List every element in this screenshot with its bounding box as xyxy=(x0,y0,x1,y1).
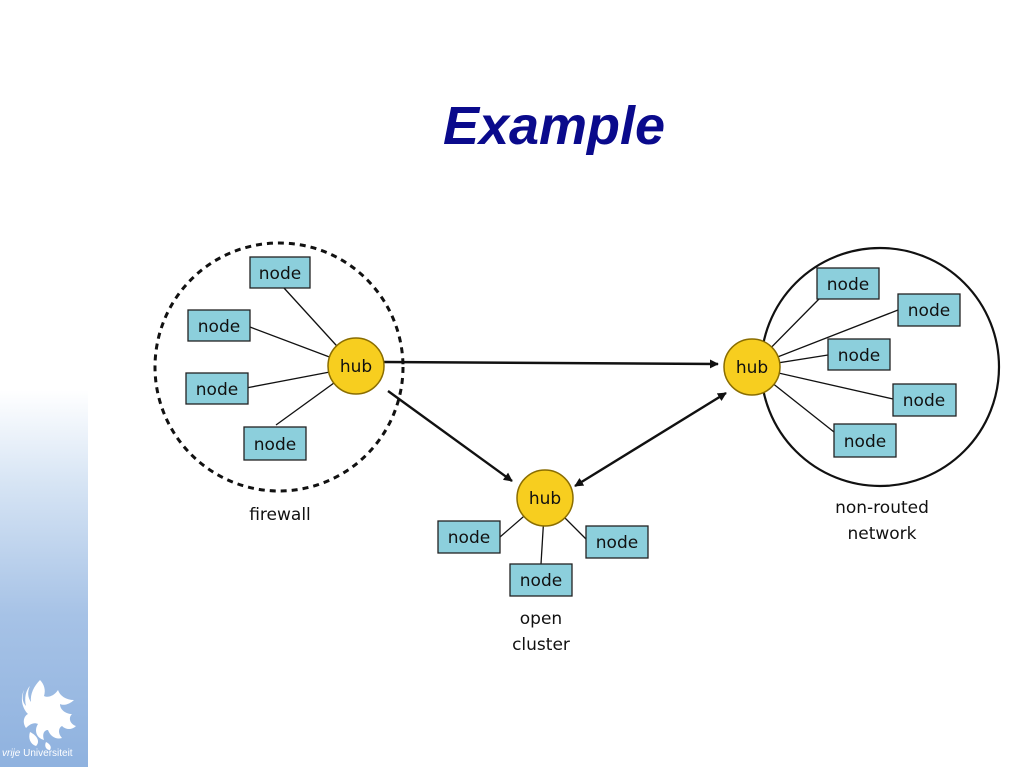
node-label: node xyxy=(259,264,301,284)
node-cluster-1: node xyxy=(437,520,501,554)
hub-firewall: hub xyxy=(327,337,385,395)
node-firewall-4: node xyxy=(243,426,307,461)
arrow-cluster-nonrouted xyxy=(574,391,727,488)
slide-title: Example xyxy=(442,96,666,156)
node-firewall-1: node xyxy=(249,256,311,289)
node-label: node xyxy=(448,528,490,548)
node-label: node xyxy=(827,275,869,295)
hub-label: hub xyxy=(340,357,372,377)
node-cluster-2: node xyxy=(585,525,649,559)
node-label: node xyxy=(254,435,296,455)
caption-non-routed-line2: network xyxy=(847,524,916,544)
hub-label: hub xyxy=(529,489,561,509)
hub-label: hub xyxy=(736,358,768,378)
node-label: node xyxy=(903,391,945,411)
node-nonrouted-5: node xyxy=(833,423,897,458)
node-label: node xyxy=(838,346,880,366)
node-nonrouted-2: node xyxy=(897,293,961,327)
node-cluster-3: node xyxy=(509,563,573,597)
node-firewall-3: node xyxy=(185,372,249,405)
vu-griffin-logo-icon xyxy=(21,680,77,750)
caption-open-cluster-line1: open xyxy=(520,609,562,629)
hub-open-cluster: hub xyxy=(516,469,574,527)
vu-logo-text: vrije Universiteit xyxy=(2,748,73,759)
node-label: node xyxy=(908,301,950,321)
node-label: node xyxy=(596,533,638,553)
firewall-boundary xyxy=(153,241,405,493)
node-firewall-2: node xyxy=(187,309,251,342)
node-nonrouted-1: node xyxy=(816,267,880,300)
arrow-firewall-to-nonrouted xyxy=(383,359,719,369)
node-nonrouted-4: node xyxy=(892,383,957,417)
node-label: node xyxy=(520,571,562,591)
node-label: node xyxy=(196,380,238,400)
node-label: node xyxy=(844,432,886,452)
caption-firewall: firewall xyxy=(249,505,311,525)
node-nonrouted-3: node xyxy=(827,338,891,371)
node-label: node xyxy=(198,317,240,337)
caption-open-cluster-line2: cluster xyxy=(512,635,570,655)
caption-non-routed-line1: non-routed xyxy=(835,498,929,518)
arrow-firewall-to-cluster xyxy=(387,390,513,482)
hub-non-routed: hub xyxy=(723,338,781,396)
